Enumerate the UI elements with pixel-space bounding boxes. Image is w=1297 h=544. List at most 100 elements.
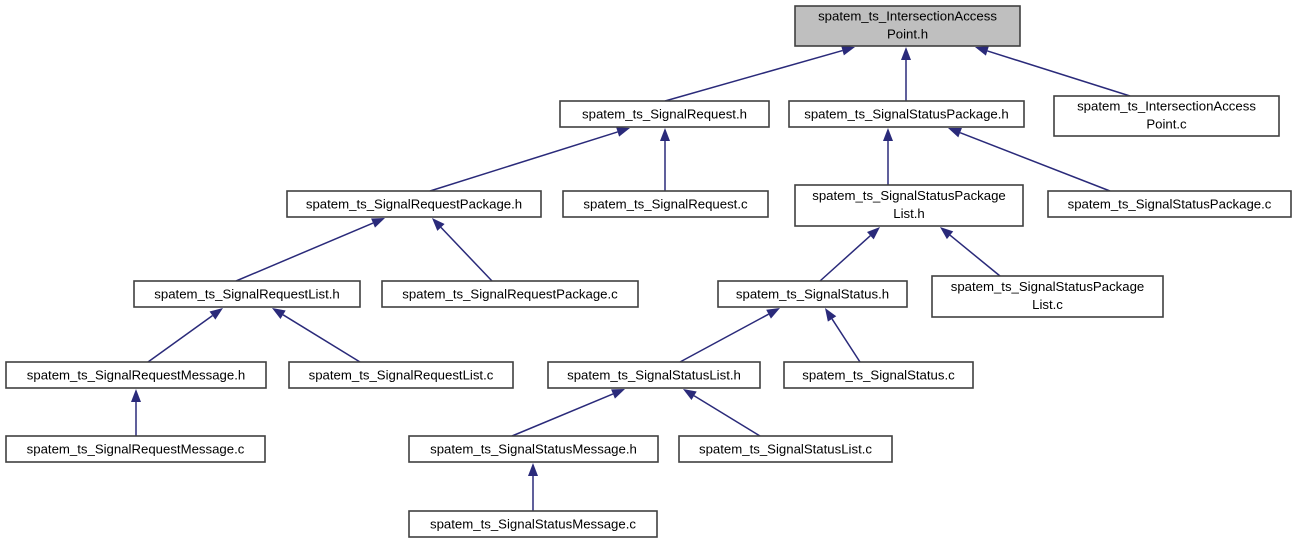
- node-label-line1: spatem_ts_SignalStatusPackage: [812, 188, 1006, 203]
- edge-arrowhead-icon: [883, 128, 893, 141]
- edge-arrowhead-icon: [371, 218, 385, 228]
- edge-line: [147, 314, 213, 363]
- edges-layer: [131, 45, 1131, 511]
- edge-line: [282, 314, 361, 363]
- graph-edge: [272, 308, 361, 363]
- edge-arrowhead-icon: [948, 128, 962, 138]
- edge-line: [429, 131, 618, 192]
- graph-edge: [429, 127, 630, 192]
- graph-node[interactable]: spatem_ts_SignalStatus.h: [717, 280, 908, 308]
- node-box[interactable]: [559, 100, 770, 128]
- graph-node[interactable]: spatem_ts_SignalStatusPackage.h: [788, 100, 1025, 128]
- node-box-root[interactable]: [794, 5, 1021, 47]
- graph-edge: [948, 128, 1111, 192]
- node-label: spatem_ts_SignalRequestMessage.c: [27, 441, 245, 456]
- node-box[interactable]: [547, 361, 761, 389]
- node-box[interactable]: [717, 280, 908, 308]
- edge-arrowhead-icon: [272, 308, 286, 320]
- edge-arrowhead-icon: [866, 227, 880, 240]
- edge-line: [949, 234, 1001, 277]
- edge-line: [235, 222, 374, 282]
- edge-arrowhead-icon: [940, 227, 954, 240]
- node-label-line2: Point.c: [1146, 116, 1187, 131]
- node-box[interactable]: [1047, 190, 1292, 218]
- edge-arrowhead-icon: [611, 389, 625, 399]
- edge-arrowhead-icon: [616, 127, 630, 137]
- node-label: spatem_ts_SignalStatusMessage.c: [430, 516, 636, 531]
- graph-edge: [660, 128, 670, 191]
- graph-edge: [664, 45, 855, 102]
- node-box[interactable]: [408, 510, 658, 538]
- nodes-layer: spatem_ts_IntersectionAccessPoint.hspate…: [5, 5, 1292, 538]
- node-label: spatem_ts_SignalRequest.c: [583, 196, 748, 211]
- graph-node[interactable]: spatem_ts_SignalRequest.h: [559, 100, 770, 128]
- node-box[interactable]: [931, 275, 1164, 318]
- node-box[interactable]: [1053, 95, 1280, 137]
- graph-node[interactable]: spatem_ts_SignalStatusList.c: [678, 435, 893, 463]
- edge-line: [819, 235, 871, 282]
- node-label-line1: spatem_ts_IntersectionAccess: [818, 8, 997, 23]
- edge-line: [511, 393, 614, 437]
- graph-edge: [511, 389, 625, 437]
- graph-edge: [901, 47, 911, 101]
- node-box[interactable]: [133, 280, 361, 308]
- edge-arrowhead-icon: [975, 46, 989, 56]
- graph-node[interactable]: spatem_ts_SignalRequestList.h: [133, 280, 361, 308]
- graph-edge: [528, 463, 538, 511]
- graph-edge: [683, 389, 761, 437]
- edge-line: [693, 395, 761, 437]
- node-box[interactable]: [783, 361, 974, 389]
- graph-node[interactable]: spatem_ts_SignalStatusList.h: [547, 361, 761, 389]
- node-label-line1: spatem_ts_IntersectionAccess: [1077, 98, 1256, 113]
- graph-edge: [883, 128, 893, 185]
- edge-arrowhead-icon: [660, 128, 670, 141]
- graph-node[interactable]: spatem_ts_SignalStatusMessage.c: [408, 510, 658, 538]
- graph-edge: [235, 218, 385, 282]
- graph-node[interactable]: spatem_ts_SignalRequestPackage.c: [381, 280, 639, 308]
- graph-node[interactable]: spatem_ts_SignalRequestList.c: [288, 361, 514, 389]
- node-label: spatem_ts_SignalStatus.c: [802, 367, 955, 382]
- node-box[interactable]: [5, 361, 267, 389]
- node-box[interactable]: [408, 435, 659, 463]
- graph-node[interactable]: spatem_ts_SignalStatus.c: [783, 361, 974, 389]
- node-box[interactable]: [286, 190, 542, 218]
- node-label: spatem_ts_SignalRequestPackage.c: [402, 286, 618, 301]
- edge-arrowhead-icon: [528, 463, 538, 476]
- node-label: spatem_ts_SignalRequestPackage.h: [306, 196, 522, 211]
- graph-edge: [819, 227, 880, 282]
- graph-node[interactable]: spatem_ts_SignalStatusPackage.c: [1047, 190, 1292, 218]
- node-label: spatem_ts_SignalStatus.h: [736, 286, 889, 301]
- node-box[interactable]: [562, 190, 769, 218]
- edge-line: [831, 318, 861, 363]
- node-box[interactable]: [5, 435, 266, 463]
- graph-edge: [825, 308, 861, 363]
- node-label: spatem_ts_SignalRequestMessage.h: [27, 367, 245, 382]
- node-box[interactable]: [381, 280, 639, 308]
- node-label: spatem_ts_SignalStatusPackage.c: [1068, 196, 1272, 211]
- node-label: spatem_ts_SignalStatusList.c: [699, 441, 872, 456]
- edge-arrowhead-icon: [825, 308, 837, 322]
- graph-edge: [147, 308, 223, 363]
- graph-node[interactable]: spatem_ts_SignalRequestMessage.c: [5, 435, 266, 463]
- node-label-line2: List.c: [1032, 297, 1063, 312]
- edge-line: [679, 313, 769, 363]
- node-box[interactable]: [788, 100, 1025, 128]
- graph-node[interactable]: spatem_ts_SignalRequestMessage.h: [5, 361, 267, 389]
- edge-arrowhead-icon: [432, 218, 445, 231]
- node-box[interactable]: [678, 435, 893, 463]
- edge-line: [959, 132, 1111, 192]
- node-box[interactable]: [794, 184, 1024, 227]
- node-box[interactable]: [288, 361, 514, 389]
- edge-arrowhead-icon: [209, 308, 223, 320]
- graph-node[interactable]: spatem_ts_SignalRequest.c: [562, 190, 769, 218]
- node-label-line2: List.h: [893, 206, 925, 221]
- graph-node[interactable]: spatem_ts_SignalStatusMessage.h: [408, 435, 659, 463]
- edge-arrowhead-icon: [683, 389, 697, 401]
- graph-node[interactable]: spatem_ts_SignalRequestPackage.h: [286, 190, 542, 218]
